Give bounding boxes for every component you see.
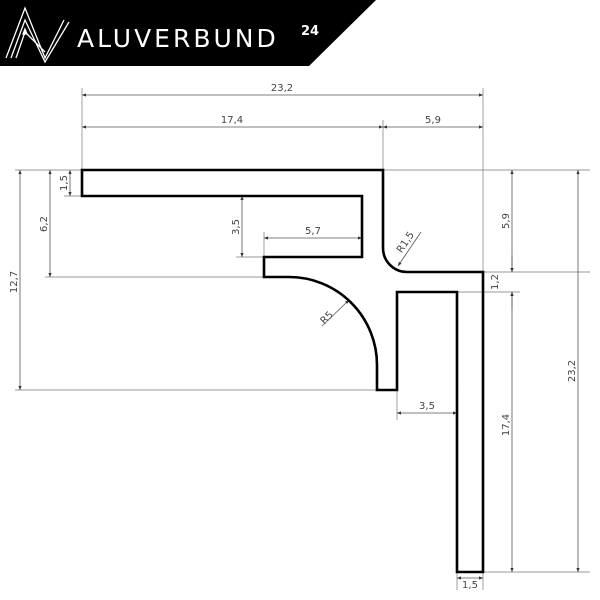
dim-right-width: 5,9 [425, 115, 441, 126]
dim-slot-height: 3,5 [231, 219, 242, 235]
logo-superscript: 24 [301, 24, 319, 39]
logo-banner [0, 0, 376, 66]
profile-outline [80, 168, 485, 574]
dim-top-flange-thickness: 1,5 [59, 175, 70, 191]
extension-lines [15, 88, 590, 590]
dim-left-height: 6,2 [39, 216, 50, 232]
dim-overall-width: 23,2 [271, 83, 293, 94]
dim-leg-thickness: 1,5 [462, 580, 478, 591]
logo-brand-text: ALUVERBUND [77, 24, 279, 53]
aluverbund-logo: ALUVERBUND 24 [0, 0, 376, 66]
dim-web-thickness: 1,2 [490, 274, 501, 290]
dim-outer-radius: R5 [319, 310, 336, 327]
dim-left-width: 17,4 [221, 115, 243, 126]
dim-overall-height: 23,2 [567, 360, 578, 382]
dim-right-lower-height: 17,4 [501, 414, 512, 436]
dimension-lines [18, 93, 580, 580]
dim-slot-width: 5,7 [305, 226, 321, 237]
logo-mark-icon [5, 6, 70, 64]
dim-left-total-height: 12,7 [9, 271, 20, 293]
dim-right-upper-height: 5,9 [501, 213, 512, 229]
dim-lower-slot-width: 3,5 [419, 401, 435, 412]
dimension-labels: 23,2 17,4 5,9 1,5 6,2 12,7 3,5 5,7 R1,5 … [9, 83, 578, 591]
